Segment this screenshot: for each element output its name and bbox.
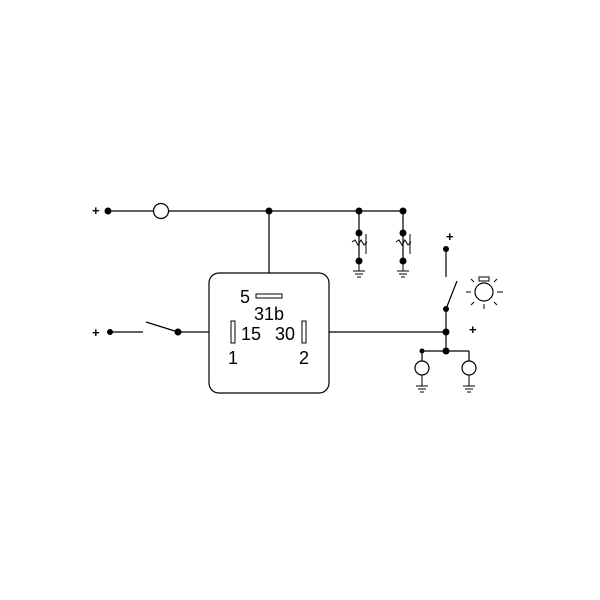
switch-icon	[145, 321, 179, 333]
ground-icon	[416, 375, 428, 393]
load-branch-2	[395, 211, 412, 278]
lamp-icon	[461, 360, 477, 376]
relay-pin-30-label: 30	[275, 324, 295, 344]
output-line: + +	[329, 229, 477, 355]
relay-unit: 5 31b 15 30 1 2	[208, 272, 330, 394]
plus-sign-switch: +	[446, 229, 454, 244]
relay-pin-15-label: 15	[241, 324, 261, 344]
input-switch-line: +	[92, 321, 209, 340]
relay-box	[208, 272, 330, 394]
plus-sign-output: +	[469, 322, 477, 337]
fuse-icon	[152, 202, 170, 220]
ground-icon	[353, 261, 365, 278]
switch-icon	[445, 280, 458, 310]
ground-icon	[397, 261, 409, 278]
ground-icon	[463, 375, 475, 393]
load-branch-1	[351, 211, 368, 278]
lamp-icon	[414, 360, 430, 376]
relay-pin-2-label: 2	[299, 348, 309, 368]
relay-pin-1-label: 1	[228, 348, 238, 368]
relay-pin-5-label: 5	[240, 287, 250, 307]
relay-contact-5	[255, 293, 283, 299]
top-supply-line: +	[92, 202, 407, 273]
indicator-light-icon	[466, 276, 503, 309]
relay-contact-1	[230, 320, 236, 344]
plus-sign-mid-left: +	[92, 325, 100, 340]
lamp-branch	[414, 348, 477, 393]
plus-sign-top-left: +	[92, 203, 100, 218]
relay-pin-31b-label: 31b	[254, 304, 284, 324]
relay-contact-2	[301, 320, 307, 344]
